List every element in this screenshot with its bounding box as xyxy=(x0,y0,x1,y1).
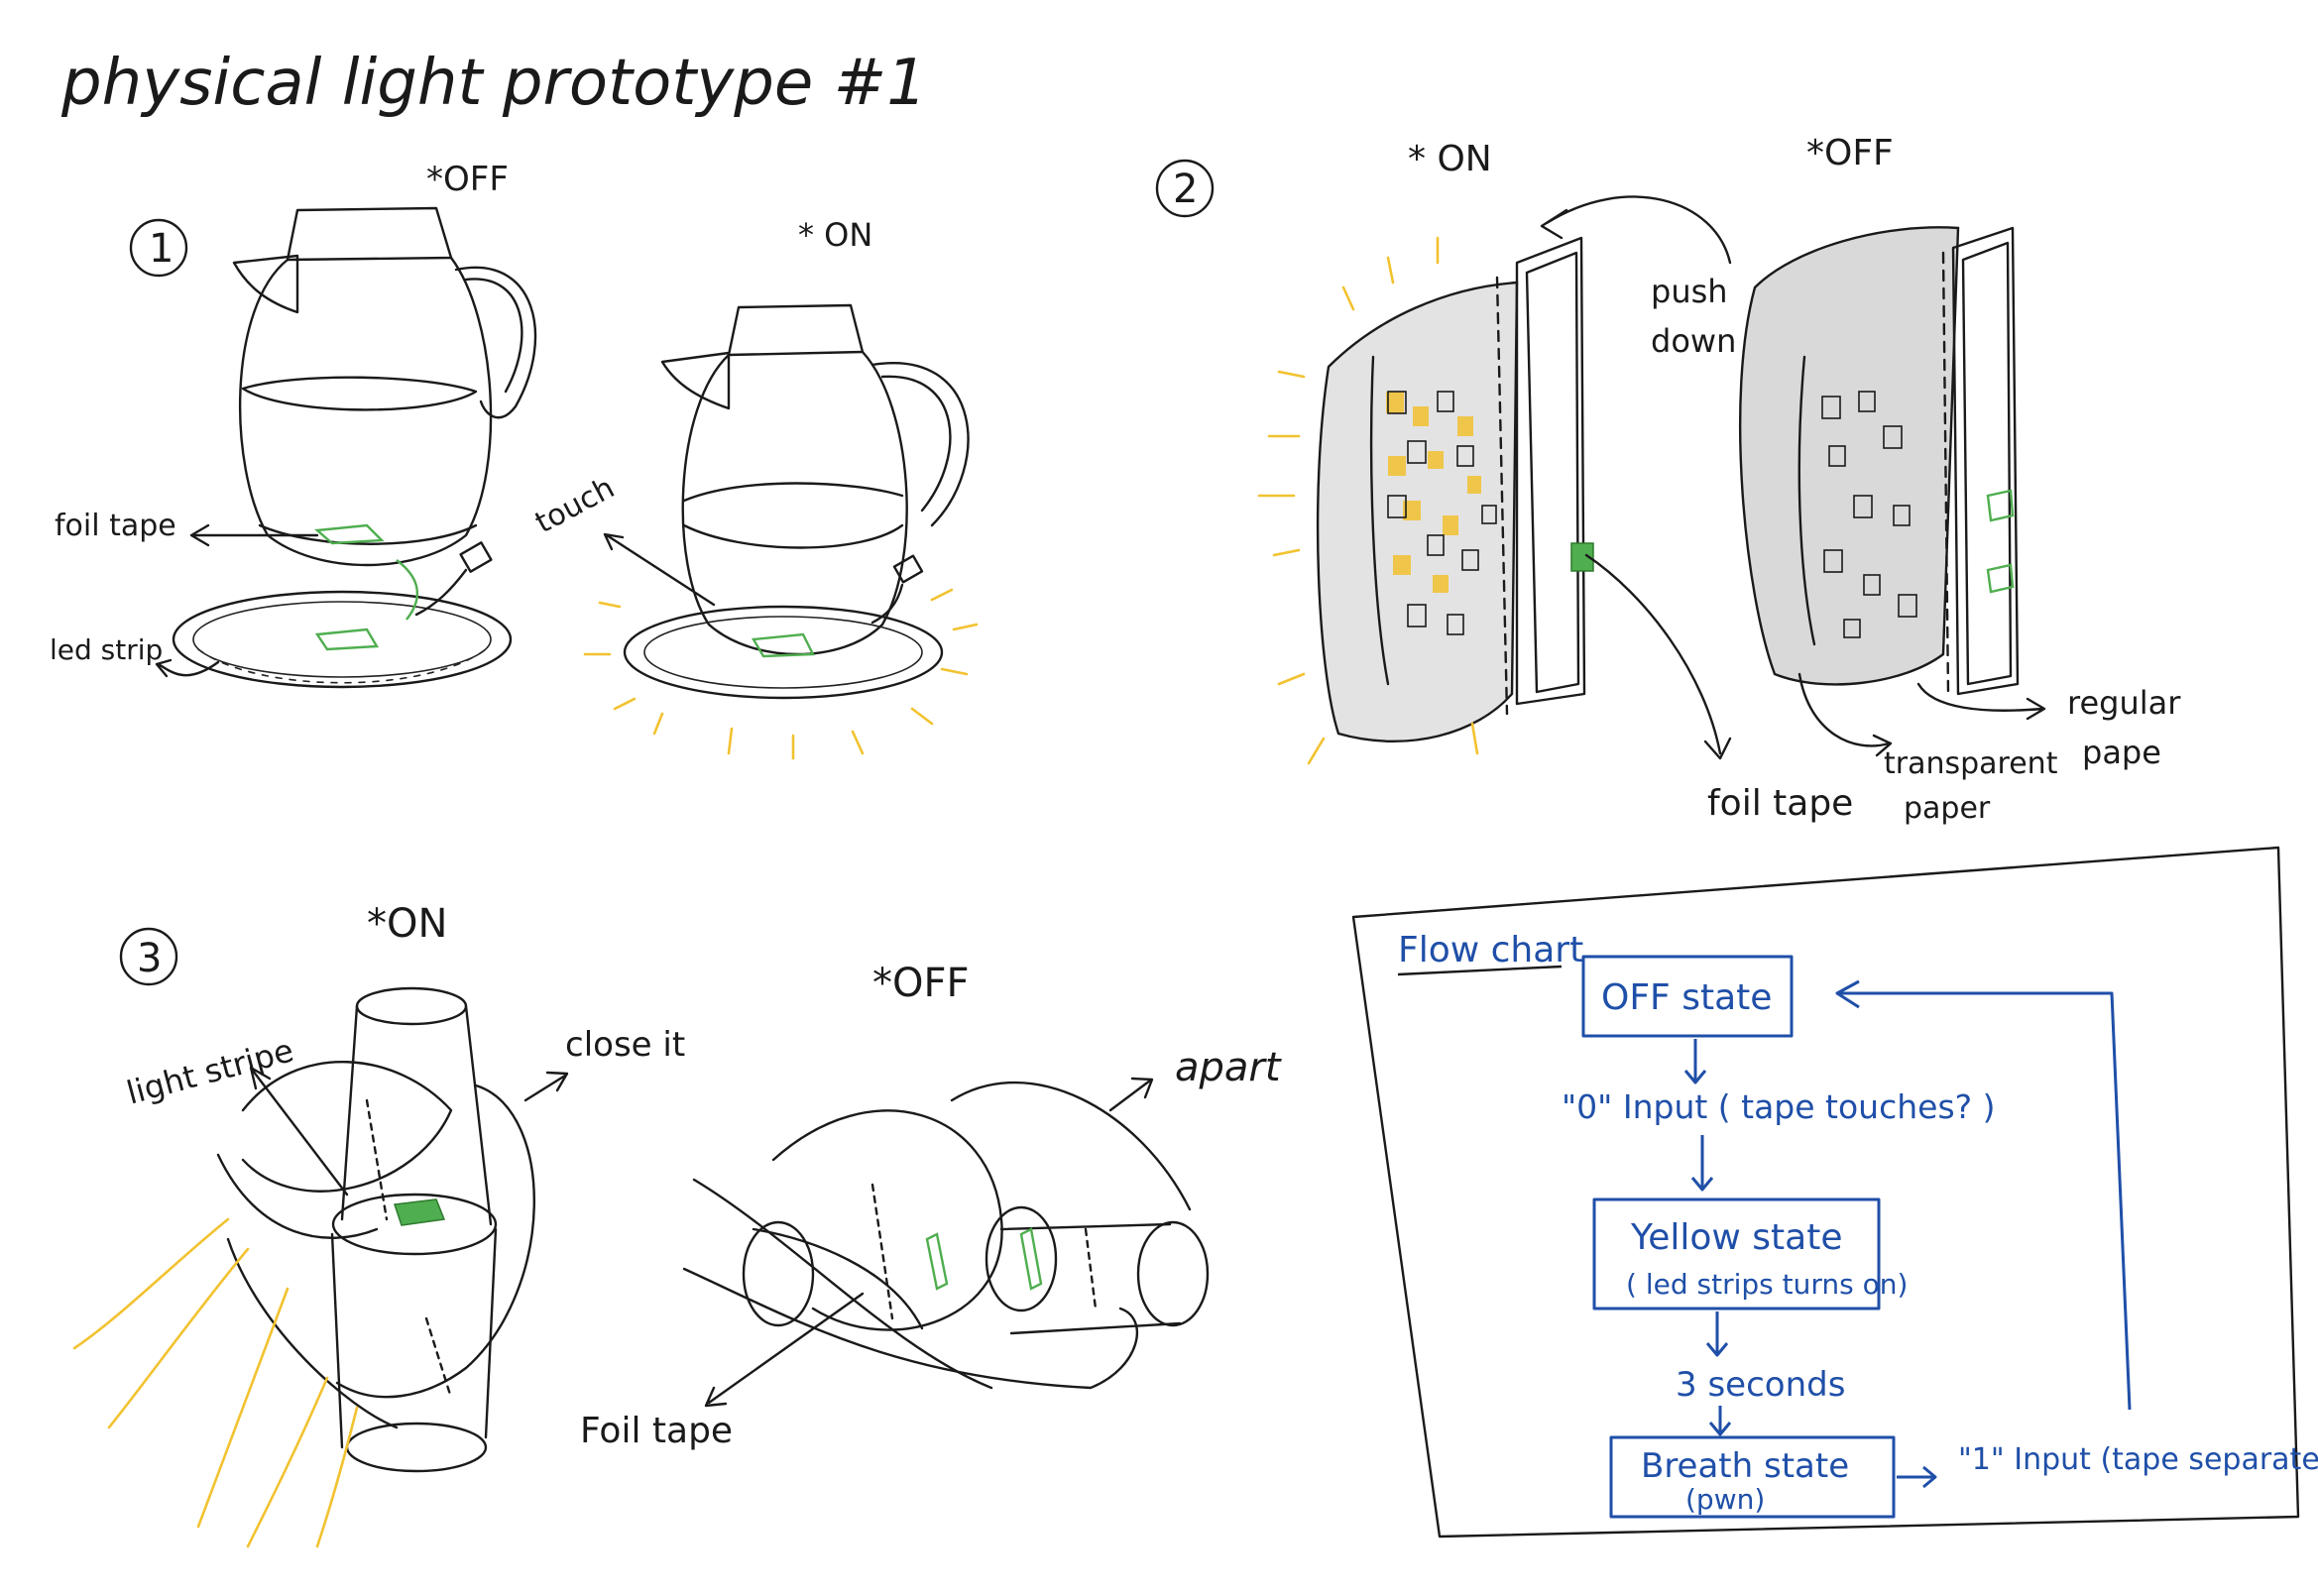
apart-arrow xyxy=(1108,1077,1154,1112)
flowchart-yellow-state: Yellow state xyxy=(1630,1217,1842,1258)
paper-lamp-off-drawing xyxy=(1738,226,2020,696)
regular-paper-arrow xyxy=(1916,682,2046,721)
arrow-breath-to-input1 xyxy=(1897,1465,1937,1489)
section-3-number-circle xyxy=(119,927,178,986)
section-2-number: 2 xyxy=(1173,167,1198,212)
kettle-on-glow xyxy=(583,588,979,760)
section-2-regular-label: regular xyxy=(2067,684,2181,722)
section-2: 2 * ON *OFF xyxy=(1155,133,2181,826)
touch-arrow xyxy=(603,532,716,607)
twisted-lamp-off-drawing xyxy=(682,1081,1210,1390)
arrow-input-to-yellow xyxy=(1690,1135,1714,1192)
twisted-lamp-on-glow xyxy=(72,1217,359,1548)
page-title: physical light prototype #1 xyxy=(60,47,927,120)
flowchart-panel: Flow chart OFF state "0" Input ( tape to… xyxy=(1351,846,2318,1539)
section-3-apart-label: apart xyxy=(1175,1045,1282,1090)
section-2-paper-label: paper xyxy=(1904,791,1991,826)
flowchart-breath-state: Breath state xyxy=(1641,1446,1849,1486)
flowchart-off-state-box xyxy=(1581,955,1794,1038)
arrow-seconds-to-breath xyxy=(1708,1406,1732,1436)
section-2-push-label: push xyxy=(1651,273,1728,310)
foil-tape-arrow-3 xyxy=(704,1292,865,1408)
section-1-off-label: *OFF xyxy=(426,160,509,199)
section-1-led-strip-label: led strip xyxy=(50,633,163,666)
section-2-off-label: *OFF xyxy=(1806,133,1894,173)
section-3-on-label: *ON xyxy=(367,901,447,947)
section-1-number-circle xyxy=(129,218,188,278)
flowchart-input0: "0" Input ( tape touches? ) xyxy=(1562,1087,1996,1126)
transparent-paper-arrow xyxy=(1797,672,1893,757)
flowchart-title: Flow chart xyxy=(1398,930,1583,970)
section-2-number-circle xyxy=(1155,159,1215,218)
flowchart-yellow-sub: ( led strips turns on) xyxy=(1626,1268,1908,1301)
section-3-number: 3 xyxy=(137,936,162,981)
arrow-off-to-input xyxy=(1683,1039,1707,1084)
paper-lamp-on-drawing xyxy=(1316,236,1594,743)
foil-tape-arrow-2 xyxy=(1584,553,1732,760)
light-stripe-arrow xyxy=(249,1066,349,1197)
loop-back-arrow xyxy=(1835,979,2132,1411)
section-2-pape-label: pape xyxy=(2082,734,2161,771)
flowchart-three-seconds: 3 seconds xyxy=(1676,1365,1845,1405)
push-down-arrow xyxy=(1540,195,1732,265)
flowchart-breath-sub: (pwn) xyxy=(1685,1483,1765,1516)
section-3-light-stripe-label: light stripe xyxy=(123,1031,297,1111)
section-2-transparent-label: transparent xyxy=(1884,746,2058,781)
foil-tape-arrow xyxy=(189,523,319,547)
flowchart-off-state: OFF state xyxy=(1601,977,1772,1018)
section-3-close-it-label: close it xyxy=(565,1025,685,1065)
section-3: 3 *ON *OFF light stripe close xyxy=(72,901,1282,1548)
section-2-foil-tape-label: foil tape xyxy=(1707,783,1853,824)
section-3-foil-tape-label: Foil tape xyxy=(580,1411,733,1451)
flowchart-breath-state-box xyxy=(1609,1435,1896,1519)
flowchart-yellow-state-box xyxy=(1592,1197,1881,1311)
section-3-off-label: *OFF xyxy=(872,961,970,1006)
section-1: 1 *OFF * ON foil tape led strip xyxy=(50,160,979,760)
kettle-off-drawing xyxy=(172,206,537,689)
section-1-foil-tape-label: foil tape xyxy=(55,509,176,543)
kettle-on-drawing xyxy=(623,303,970,700)
section-1-touch-label: touch xyxy=(529,471,620,541)
section-2-on-label: * ON xyxy=(1408,139,1492,179)
arrow-yellow-to-seconds xyxy=(1705,1311,1729,1357)
paper-lamp-on-glow xyxy=(1257,236,1479,765)
led-strip-arrow xyxy=(155,658,220,678)
section-1-on-label: * ON xyxy=(798,216,872,254)
close-it-arrow xyxy=(523,1071,569,1102)
section-1-number: 1 xyxy=(149,226,174,272)
section-2-down-label: down xyxy=(1651,322,1736,360)
flowchart-border xyxy=(1351,846,2300,1539)
flowchart-input1: "1" Input (tape separate) xyxy=(1958,1442,2318,1477)
